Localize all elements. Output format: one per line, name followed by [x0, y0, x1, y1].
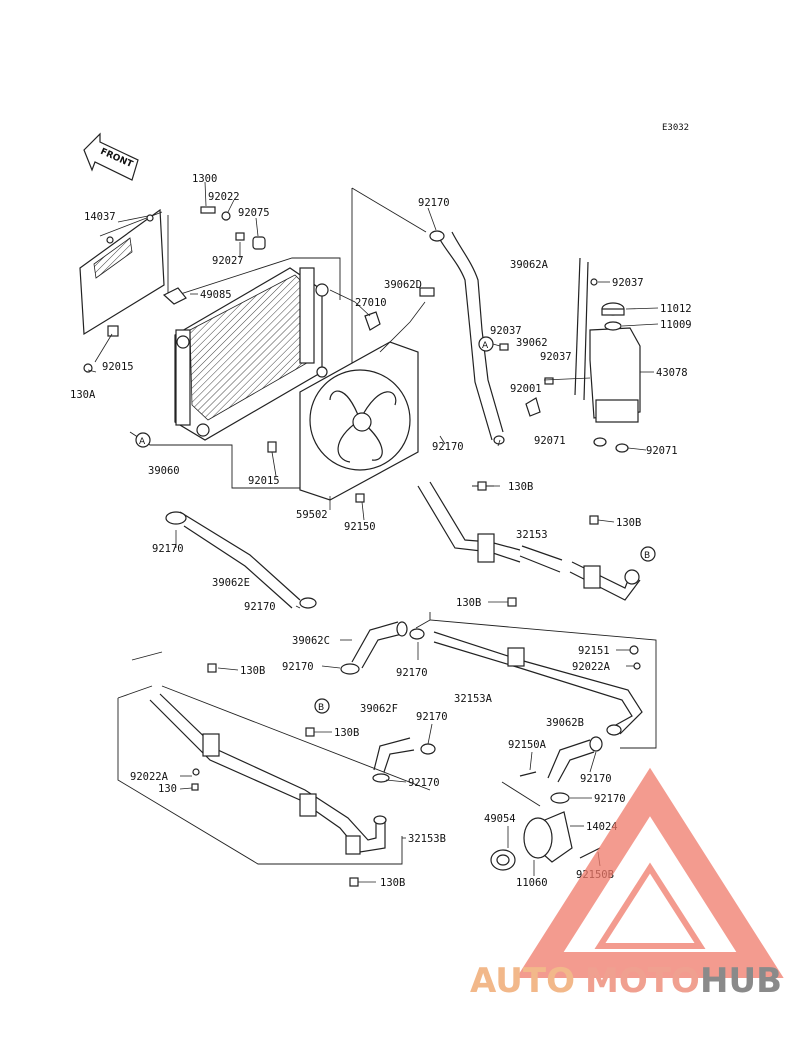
part-label: 130B	[380, 877, 405, 889]
part-label: 92037	[490, 325, 522, 337]
part-label: 92170	[418, 197, 450, 209]
part-label: 39062D	[384, 279, 422, 291]
part-label: 130B	[508, 481, 533, 493]
part-label: 39062A	[510, 259, 549, 271]
part-label: 49085	[200, 289, 232, 301]
hose-39062e	[165, 511, 317, 609]
part-label: 59502	[296, 509, 328, 521]
part-label: 92071	[646, 445, 678, 457]
part-label: 92150A	[508, 739, 547, 751]
part-label: 92015	[248, 475, 280, 487]
callout-b-top: B	[640, 546, 656, 562]
part-label: 11012	[660, 303, 692, 315]
radiator	[174, 267, 329, 441]
part-label: 39062F	[360, 703, 398, 715]
part-label: 39060	[148, 465, 180, 477]
pipe-32153	[417, 481, 641, 601]
part-label: 39062E	[212, 577, 250, 589]
part-label: 14024	[586, 821, 618, 833]
pipe-32153b	[117, 651, 431, 865]
part-label: 92001	[510, 383, 542, 395]
part-label: 92075	[238, 207, 270, 219]
svg-text:A: A	[139, 437, 146, 447]
svg-text:B: B	[644, 551, 650, 561]
reservoir-tank	[499, 257, 641, 453]
leader-lines	[87, 181, 659, 883]
part-label: 130	[158, 783, 177, 795]
part-label: 92170	[282, 661, 314, 673]
part-label: 39062B	[546, 717, 584, 729]
part-label: 32153B	[408, 833, 446, 845]
part-label: 92022A	[130, 771, 169, 783]
callout-a-top: A	[478, 336, 501, 352]
fan-shroud	[299, 287, 435, 501]
upper-hose	[429, 230, 505, 445]
diagram-code: E3032	[662, 123, 689, 133]
part-label: 130B	[616, 517, 641, 529]
part-label: 130B	[240, 665, 265, 677]
part-label: 92015	[102, 361, 134, 373]
part-label: 27010	[355, 297, 387, 309]
part-label: 92170	[416, 711, 448, 723]
watermark-logo	[516, 767, 784, 978]
part-label: 11060	[516, 877, 548, 889]
part-label: 92170	[580, 773, 612, 785]
part-label: 92027	[212, 255, 244, 267]
part-label: 11009	[660, 319, 692, 331]
svg-text:AUTO: AUTO	[470, 961, 575, 1001]
part-label: 92150	[344, 521, 376, 533]
part-label: 32153A	[454, 693, 493, 705]
part-label: 1300	[192, 173, 217, 185]
front-arrow-icon: FRONT	[83, 132, 139, 181]
part-label: 92170	[396, 667, 428, 679]
part-label: 92170	[244, 601, 276, 613]
svg-text:HUB: HUB	[700, 961, 782, 1001]
part-label: 49054	[484, 813, 516, 825]
svg-text:A: A	[482, 341, 489, 351]
callout-b-bottom: B	[314, 698, 330, 714]
part-label: 39062C	[292, 635, 330, 647]
thermostat-housing	[490, 736, 603, 871]
part-label: 92170	[432, 441, 464, 453]
part-label: 92170	[152, 543, 184, 555]
hose-39062c	[340, 621, 425, 675]
part-label: 14037	[84, 211, 116, 223]
part-label: 92170	[408, 777, 440, 789]
part-label: 92170	[594, 793, 626, 805]
pipe-32153a	[415, 612, 657, 749]
radiator-guard	[79, 208, 165, 336]
part-label: 130A	[70, 389, 96, 401]
part-label: 130B	[334, 727, 359, 739]
part-label: 92071	[534, 435, 566, 447]
part-label: 43078	[656, 367, 688, 379]
part-label: 32153	[516, 529, 548, 541]
hose-39062f	[372, 737, 436, 783]
svg-text:MOTO: MOTO	[585, 961, 700, 1001]
part-label: 92037	[540, 351, 572, 363]
part-label: 92037	[612, 277, 644, 289]
part-label: 92022	[208, 191, 240, 203]
watermark-text: AUTO MOTO HUB	[470, 961, 782, 1001]
part-label: 92151	[578, 645, 610, 657]
part-labels: 1300 92022 92075 14037 92027 49085 92170…	[70, 173, 692, 889]
part-label: 92022A	[572, 661, 611, 673]
part-label: 39062	[516, 337, 548, 349]
callout-a-bottom: A	[135, 432, 151, 448]
part-label: 130B	[456, 597, 481, 609]
svg-text:B: B	[318, 703, 324, 713]
fastener-parts	[83, 206, 381, 453]
